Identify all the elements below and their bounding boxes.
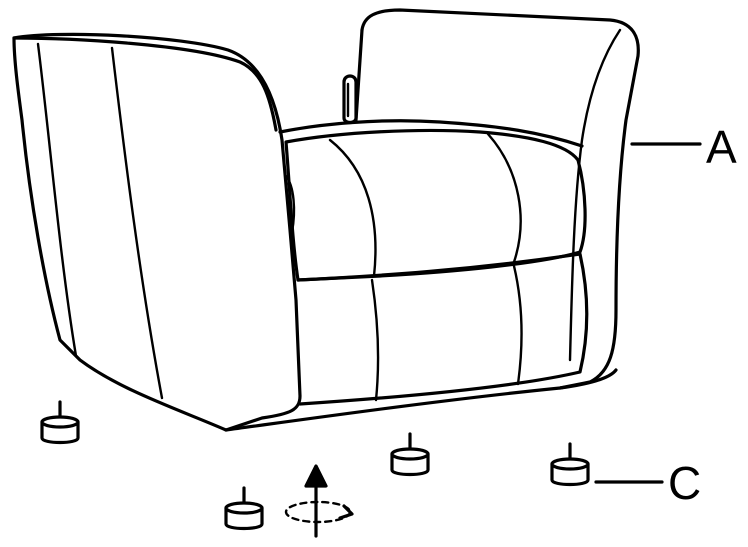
- seat-cushion-seam-2: [486, 132, 522, 264]
- seat-back-edge: [278, 119, 584, 148]
- front-panel-seam-1: [370, 278, 380, 402]
- foot-glide-2: [224, 486, 264, 531]
- front-panel-seam-2: [512, 264, 523, 386]
- front-panel: [296, 252, 589, 406]
- left-armrest-seam-2: [110, 46, 164, 400]
- recline-handle: [342, 74, 358, 125]
- left-armrest-seam-1: [36, 42, 78, 358]
- seat-cushion: [284, 128, 587, 282]
- chair-body: [12, 8, 640, 432]
- rotate-arrow-icon: [284, 464, 354, 538]
- right-armrest-seam: [568, 28, 622, 362]
- foot-glide-4: [550, 442, 590, 487]
- left-armrest-top-rim: [12, 36, 278, 132]
- right-armrest: [360, 8, 640, 390]
- seat-cushion-seam-1: [328, 138, 377, 278]
- foot-glide-1: [40, 400, 80, 445]
- callout-label-a: A: [706, 121, 737, 173]
- foot-glide-3: [390, 432, 430, 477]
- callout-label-c: C: [668, 457, 702, 509]
- seat-side-fold: [284, 174, 296, 234]
- chair-base-line: [224, 368, 618, 432]
